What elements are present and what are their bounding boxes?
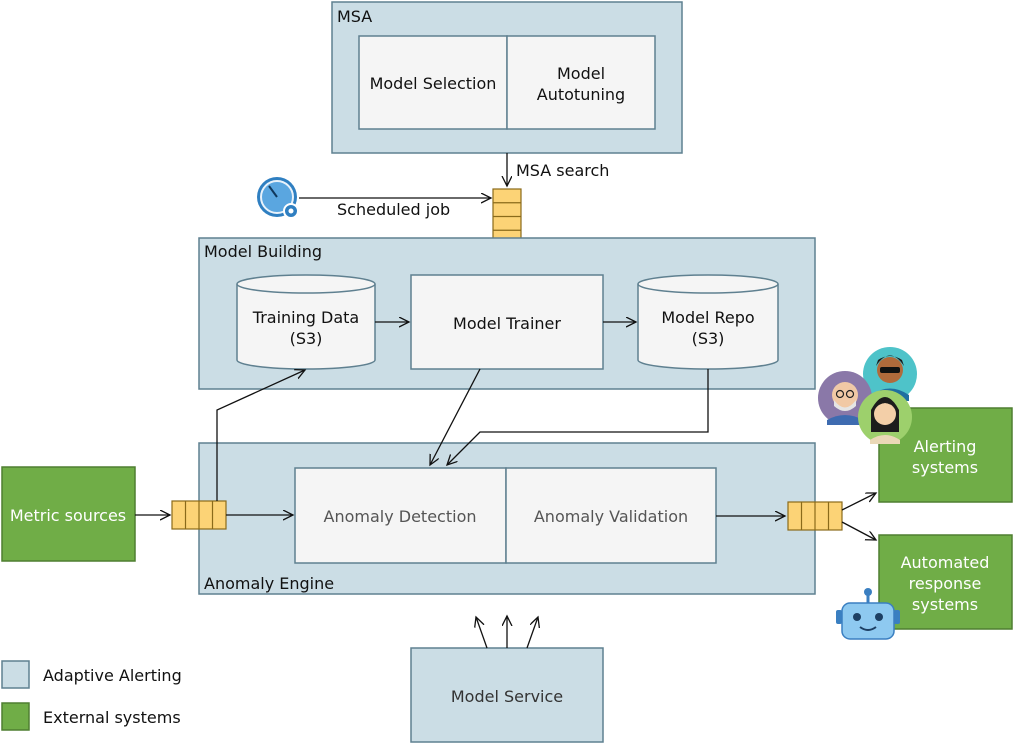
model-trainer-label: Model Trainer	[453, 314, 561, 333]
model-service-label: Model Service	[451, 687, 563, 706]
model-autotuning-label-1: Model	[557, 64, 605, 83]
repo-to-detection-arrow	[447, 369, 709, 465]
person-icon	[858, 390, 912, 444]
model-repo-store	[637, 274, 779, 370]
anomaly-validation-box	[505, 467, 717, 564]
automated-response-label-1: Automated	[901, 553, 990, 572]
anomaly-validation-label: Anomaly Validation	[534, 507, 688, 526]
training-data-store	[236, 274, 376, 370]
model-selection-box	[358, 35, 508, 130]
metric-sources-box	[1, 466, 136, 562]
model-autotuning-box	[506, 35, 656, 130]
anomaly-detection-box	[294, 467, 507, 564]
model-building-group: Model Building Training Data (S3) Model …	[198, 237, 816, 390]
trainer-to-detection-arrow	[430, 368, 481, 465]
msa-search-label: MSA search	[516, 161, 609, 180]
legend-label-adaptive: Adaptive Alerting	[43, 666, 182, 685]
queue-to-alerting-arrow	[841, 493, 876, 511]
queue-to-automated-arrow	[841, 521, 876, 540]
anomaly-engine-title: Anomaly Engine	[204, 574, 334, 593]
model-autotuning-label-2: Autotuning	[537, 85, 625, 104]
msa-title: MSA	[337, 7, 372, 26]
legend-swatch-external	[1, 702, 30, 731]
training-data-label-2: (S3)	[290, 329, 323, 348]
model-selection-label: Model Selection	[370, 74, 497, 93]
input-queue	[171, 500, 227, 530]
model-trainer-box	[410, 274, 604, 370]
anomaly-engine-group: Anomaly Engine Anomaly Detection Anomaly…	[198, 442, 816, 595]
scheduled-job-label: Scheduled job	[337, 200, 450, 219]
robot-icon	[836, 588, 900, 640]
build-queue	[492, 188, 522, 245]
model-building-title: Model Building	[204, 242, 322, 261]
legend-label-external: External systems	[43, 708, 181, 727]
clock-gear-icon	[257, 177, 299, 219]
anomaly-detection-label: Anomaly Detection	[324, 507, 477, 526]
automated-response-label-2: response	[909, 574, 982, 593]
model-repo-label-1: Model Repo	[661, 308, 754, 327]
model-service-arrow-right	[526, 617, 538, 649]
model-repo-label-2: (S3)	[692, 329, 725, 348]
training-data-label-1: Training Data	[252, 308, 359, 327]
output-queue	[787, 501, 843, 531]
legend: Adaptive Alerting External systems	[1, 660, 182, 731]
legend-swatch-adaptive	[1, 660, 30, 689]
msa-group: MSA Model Selection Model Autotuning	[331, 1, 683, 154]
metric-sources-label: Metric sources	[10, 506, 126, 525]
model-service-arrow-left	[476, 617, 488, 649]
alerting-systems-label-2: systems	[912, 458, 978, 477]
automated-response-box	[878, 534, 1013, 630]
alerting-systems-label-1: Alerting	[914, 437, 977, 456]
automated-response-label-3: systems	[912, 595, 978, 614]
queue-to-training-arrow	[216, 370, 305, 501]
person-icon	[818, 371, 872, 425]
model-service-box	[410, 647, 604, 743]
